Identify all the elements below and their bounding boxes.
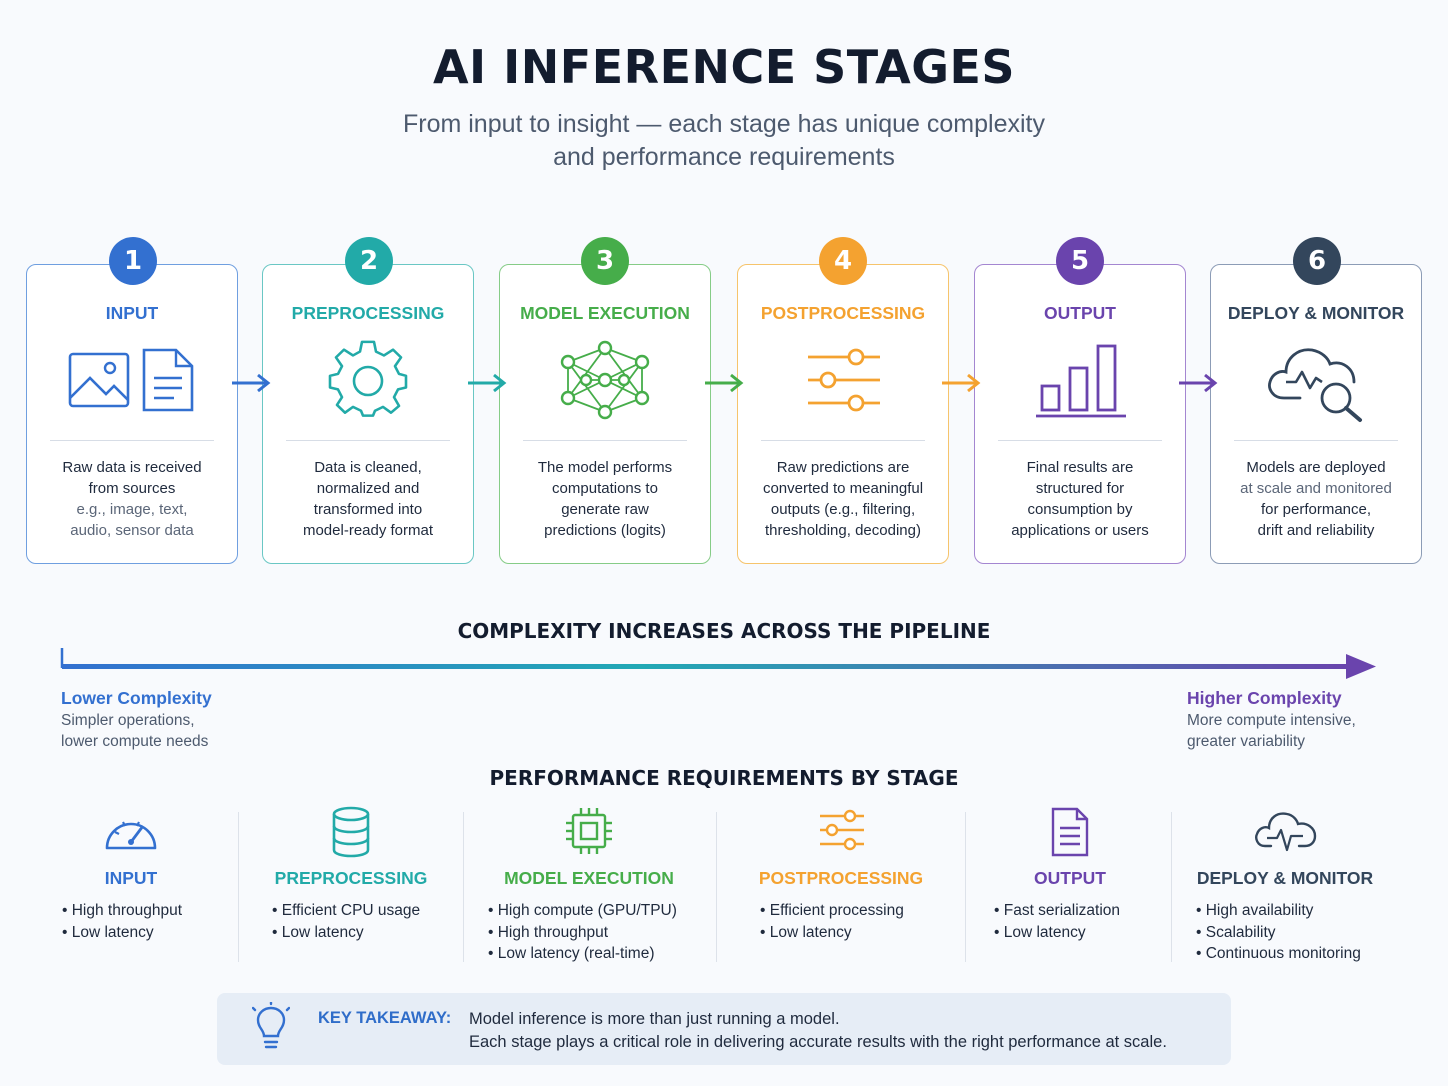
stage-card-preprocessing [262, 264, 474, 564]
stage-number-badge: 3 [581, 237, 629, 285]
stage-description: The model performs computations to gener… [537, 459, 673, 539]
stage-number-badge: 6 [1293, 237, 1341, 285]
list-item: Efficient CPU usage [272, 900, 420, 922]
list-item: Continuous monitoring [1196, 943, 1361, 965]
arrow-right-icon [705, 373, 744, 393]
perf-requirements-list: High availability Scalability Continuous… [1196, 900, 1361, 965]
lower-complexity-note: Simpler operations, lower compute needs [61, 712, 209, 750]
list-item: Fast serialization [994, 900, 1120, 922]
image-and-document-icon [68, 348, 194, 412]
stage-description: Raw data is received from sources e.g., … [62, 459, 202, 539]
stage-name: PREPROCESSING [291, 303, 445, 323]
list-item: Low latency [760, 922, 904, 944]
sliders-icon [820, 809, 864, 851]
document-icon [1051, 807, 1089, 857]
column-separator [965, 812, 966, 962]
bar-chart-icon [1036, 344, 1126, 418]
lower-complexity-label: Lower Complexity [61, 688, 212, 708]
chip-icon [566, 808, 612, 854]
stage-name: OUTPUT [1044, 303, 1116, 323]
database-icon [332, 806, 370, 858]
arrow-right-icon [942, 373, 981, 393]
cloud-pulse-icon [1255, 812, 1317, 852]
stage-divider [998, 440, 1162, 441]
list-item: Scalability [1196, 922, 1361, 944]
column-separator [716, 812, 717, 962]
stage-name: POSTPROCESSING [760, 303, 926, 323]
perf-stage-name: POSTPROCESSING [758, 868, 924, 888]
performance-title: PERFORMANCE REQUIREMENTS BY STAGE [489, 766, 959, 790]
list-item: High throughput [488, 922, 677, 944]
stage-name: MODEL EXECUTION [520, 303, 690, 323]
perf-requirements-list: Efficient processing Low latency [760, 900, 904, 943]
lightbulb-icon [252, 1002, 290, 1049]
key-takeaway-box [217, 993, 1231, 1065]
stage-description: Raw predictions are converted to meaning… [762, 459, 924, 539]
column-separator [1171, 812, 1172, 962]
stage-divider [50, 440, 214, 441]
stage-description: Data is cleaned, normalized and transfor… [302, 459, 434, 539]
stage-number-badge: 2 [345, 237, 393, 285]
perf-stage-name: INPUT [104, 868, 158, 888]
higher-complexity-label: Higher Complexity [1187, 688, 1342, 708]
stage-name: INPUT [105, 303, 159, 323]
stage-card-input [26, 264, 238, 564]
sliders-icon [808, 348, 880, 412]
stage-description: Final results are structured for consump… [1011, 459, 1149, 539]
key-takeaway-label: KEY TAKEAWAY: [318, 1009, 452, 1027]
list-item: Efficient processing [760, 900, 904, 922]
stage-card-deploy-monitor [1210, 264, 1422, 564]
stage-divider [286, 440, 450, 441]
perf-requirements-list: High compute (GPU/TPU) High throughput L… [488, 900, 677, 965]
perf-stage-name: PREPROCESSING [274, 868, 428, 888]
list-item: Low latency [994, 922, 1120, 944]
stage-divider [523, 440, 687, 441]
key-takeaway-text: Model inference is more than just runnin… [469, 1010, 1167, 1051]
perf-requirements-list: Fast serialization Low latency [994, 900, 1120, 943]
page-title: AI INFERENCE STAGES [432, 40, 1016, 94]
stage-number-badge: 1 [109, 237, 157, 285]
higher-complexity-note: More compute intensive, greater variabil… [1187, 712, 1356, 750]
list-item: Low latency (real-time) [488, 943, 677, 965]
perf-stage-name: OUTPUT [1034, 868, 1106, 888]
perf-stage-name: DEPLOY & MONITOR [1196, 868, 1374, 888]
arrow-right-icon [1179, 373, 1218, 393]
stage-divider [1234, 440, 1398, 441]
column-separator [463, 812, 464, 962]
arrow-right-icon [468, 373, 507, 393]
stage-number-badge: 4 [819, 237, 867, 285]
list-item: Low latency [272, 922, 420, 944]
arrow-right-icon [232, 373, 271, 393]
perf-stage-name: MODEL EXECUTION [504, 868, 674, 888]
stage-card-postprocessing [737, 264, 949, 564]
column-separator [238, 812, 239, 962]
stage-card-output [974, 264, 1186, 564]
neural-network-icon [560, 340, 650, 420]
complexity-title: COMPLEXITY INCREASES ACROSS THE PIPELINE [457, 619, 991, 643]
stage-description: Models are deployed at scale and monitor… [1240, 459, 1392, 539]
perf-requirements-list: Efficient CPU usage Low latency [272, 900, 420, 943]
gear-icon [328, 340, 408, 417]
perf-requirements-list: High throughput Low latency [62, 900, 182, 943]
list-item: High compute (GPU/TPU) [488, 900, 677, 922]
stage-name: DEPLOY & MONITOR [1227, 303, 1405, 323]
stage-number-badge: 5 [1056, 237, 1104, 285]
complexity-gradient-arrow [60, 648, 1376, 679]
list-item: Low latency [62, 922, 182, 944]
speedometer-icon [105, 821, 157, 850]
list-item: High throughput [62, 900, 182, 922]
cloud-magnifier-icon [1268, 348, 1362, 422]
list-item: High availability [1196, 900, 1361, 922]
stage-divider [761, 440, 925, 441]
page-subtitle: From input to insight — each stage has u… [402, 110, 1045, 171]
